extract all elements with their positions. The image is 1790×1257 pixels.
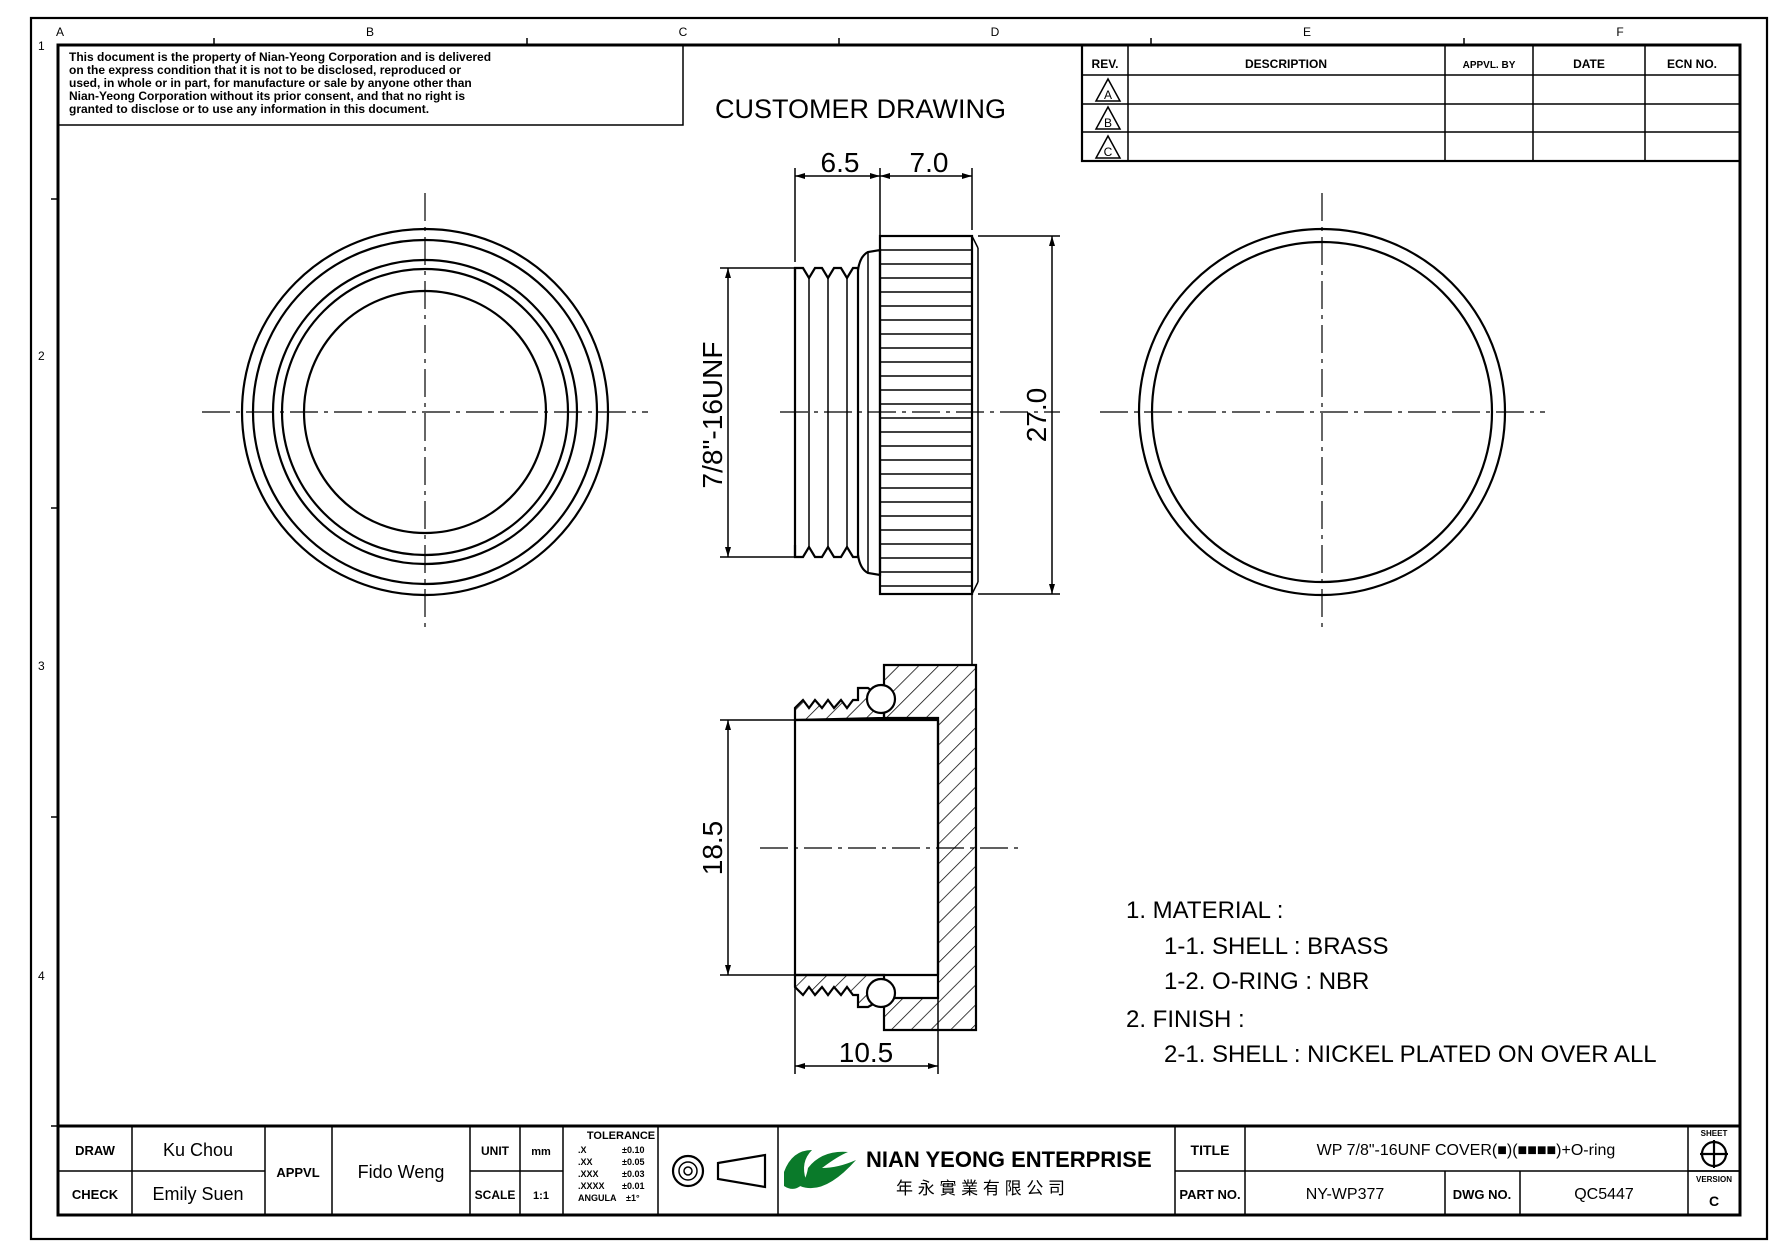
company-name-zh: 年 永 實 業 有 限 公 司: [896, 1179, 1065, 1198]
tol-val: ±0.03: [622, 1169, 644, 1179]
dim-bore: 18.5: [697, 821, 728, 876]
sheet-symbol-icon: [1700, 1140, 1728, 1168]
dwg-value: QC5447: [1574, 1186, 1634, 1203]
note-line: 1-1. SHELL : BRASS: [1164, 933, 1389, 960]
notes: 1. MATERIAL : 1-1. SHELL : BRASS 1-2. O-…: [1126, 897, 1657, 1068]
tol-val: ±0.01: [622, 1181, 644, 1191]
company-logo-icon: [784, 1150, 856, 1189]
unit-label: UNIT: [481, 1144, 510, 1158]
note-line: 2-1. SHELL : NICKEL PLATED ON OVER ALL: [1164, 1041, 1657, 1068]
note-line: 1-2. O-RING : NBR: [1164, 968, 1369, 995]
disclaimer-line: granted to disclose or to use any inform…: [69, 102, 429, 116]
title-label: TITLE: [1191, 1142, 1230, 1158]
disclaimer-line: This document is the property of Nian-Ye…: [69, 50, 491, 64]
zone-letter-e: E: [1303, 25, 1311, 39]
date-header: DATE: [1573, 57, 1605, 71]
tol-val: ±1°: [626, 1193, 640, 1203]
zone-letter-c: C: [679, 25, 688, 39]
side-view: [780, 234, 1060, 596]
dim-depth: 10.5: [839, 1037, 894, 1068]
o-ring-icon: [865, 683, 897, 715]
unit-value: mm: [531, 1146, 551, 1158]
zone-letter-f: F: [1616, 25, 1623, 39]
tolerance-rows: .X ±0.10 .XX ±0.05 .XXX ±0.03 .XXXX ±0.0…: [578, 1145, 644, 1203]
version-value: C: [1709, 1193, 1719, 1209]
tol-key: .X: [578, 1145, 587, 1155]
tolerance-title: TOLERANCE: [587, 1130, 655, 1142]
part-label: PART NO.: [1179, 1187, 1240, 1202]
disclaimer-line: on the express condition that it is not …: [69, 63, 461, 77]
check-label: CHECK: [72, 1187, 119, 1202]
dim-d2: 7.0: [910, 147, 949, 178]
zone-number-4: 4: [38, 969, 45, 983]
rear-view: [1100, 193, 1545, 632]
zone-number-2: 2: [38, 349, 45, 363]
note-line: 1. MATERIAL :: [1126, 897, 1283, 924]
o-ring-icon: [865, 977, 897, 1009]
note-line: 2. FINISH :: [1126, 1006, 1245, 1033]
rev-triangle-icon: C: [1094, 134, 1122, 159]
disclaimer-line: Nian-Yeong Corporation without its prior…: [69, 89, 465, 103]
disclaimer-text: This document is the property of Nian-Ye…: [69, 50, 491, 116]
zone-letter-b: B: [366, 25, 374, 39]
disclaimer-box: [57, 44, 684, 126]
section-view: [760, 594, 1020, 1032]
dimension-lines-top: [720, 168, 1060, 595]
rev-letter: B: [1104, 116, 1112, 130]
rev-triangle-icon: B: [1094, 105, 1122, 130]
tol-key: .XXX: [578, 1169, 599, 1179]
version-label: VERSION: [1696, 1175, 1732, 1184]
zone-letter-a: A: [56, 25, 64, 39]
dimension-lines-bottom: [720, 719, 939, 1074]
dwg-label: DWG NO.: [1453, 1187, 1512, 1202]
dim-thread: 7/8"-16UNF: [697, 342, 728, 489]
appvl-value: Fido Weng: [358, 1162, 445, 1182]
dim-d1: 6.5: [821, 147, 860, 178]
zone-number-3: 3: [38, 659, 45, 673]
tol-val: ±0.05: [622, 1157, 644, 1167]
tol-key: .XX: [578, 1157, 593, 1167]
description-header: DESCRIPTION: [1245, 57, 1327, 71]
outer-frame: [29, 16, 1769, 1241]
rev-triangle-icon: A: [1094, 77, 1122, 102]
dim-outer: 27.0: [1021, 388, 1052, 443]
appvl-label: APPVL: [276, 1165, 319, 1180]
scale-value: 1:1: [533, 1190, 549, 1202]
part-value: NY-WP377: [1306, 1186, 1385, 1203]
title-block: [56, 1124, 1742, 1217]
drawing-title: CUSTOMER DRAWING: [715, 94, 1006, 124]
projection-symbol-icon: [671, 1153, 767, 1189]
rev-letter: C: [1104, 145, 1113, 159]
zone-number-1: 1: [38, 39, 45, 53]
revision-table: REV. DESCRIPTION APPVL. BY DATE ECN NO. …: [1080, 43, 1742, 163]
front-view: [202, 193, 648, 632]
knurl-lines: [880, 249, 972, 587]
title-value: WP 7/8"-16UNF COVER(■)(■■■■)+O-ring: [1317, 1142, 1616, 1159]
company-name-en: NIAN YEONG ENTERPRISE: [866, 1147, 1152, 1172]
tol-key: .XXXX: [578, 1181, 605, 1191]
appvl-by-header: APPVL. BY: [1463, 60, 1516, 71]
scale-label: SCALE: [475, 1188, 516, 1202]
inner-frame: [56, 43, 1742, 1217]
disclaimer-line: used, in whole or in part, for manufactu…: [69, 76, 472, 90]
check-value: Emily Suen: [152, 1184, 243, 1204]
sheet-label: SHEET: [1701, 1129, 1728, 1138]
tol-key: ANGULA: [578, 1193, 617, 1203]
tol-val: ±0.10: [622, 1145, 644, 1155]
rev-header: REV.: [1092, 57, 1119, 71]
ecn-header: ECN NO.: [1667, 57, 1717, 71]
draw-label: DRAW: [75, 1143, 115, 1158]
zone-letter-d: D: [991, 25, 1000, 39]
rev-letter: A: [1104, 88, 1112, 102]
draw-value: Ku Chou: [163, 1140, 233, 1160]
